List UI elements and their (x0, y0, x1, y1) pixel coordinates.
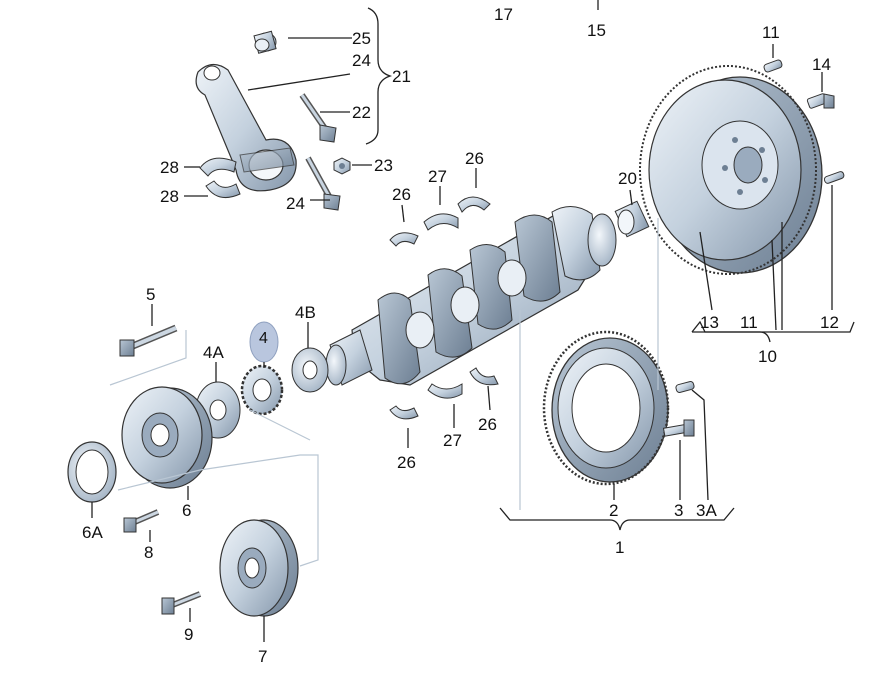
callout-13[interactable]: 13 (700, 313, 719, 332)
callout-9[interactable]: 9 (184, 625, 193, 644)
crankshaft (325, 206, 617, 386)
vibration-damper-part-6 (121, 386, 213, 489)
callout-24-rod[interactable]: 24 (352, 51, 371, 70)
thrust-washer-part-26-a (389, 232, 419, 247)
callout-27-a[interactable]: 27 (428, 167, 447, 186)
callout-10[interactable]: 10 (758, 347, 777, 366)
thrust-washer-part-26-c (389, 405, 419, 420)
callout-1[interactable]: 1 (615, 538, 624, 557)
callout-21[interactable]: 21 (392, 67, 411, 86)
callout-7[interactable]: 7 (258, 647, 267, 666)
thrust-washer-part-26-d (469, 367, 499, 386)
callout-22[interactable]: 22 (352, 103, 371, 122)
callout-26-c[interactable]: 26 (397, 453, 416, 472)
callout-6[interactable]: 6 (182, 501, 191, 520)
callout-14[interactable]: 14 (812, 55, 831, 74)
callout-20[interactable]: 20 (618, 169, 637, 188)
pulley-part-7 (219, 519, 299, 617)
ring-gear-part-2 (542, 330, 670, 486)
bush-part-25 (253, 30, 277, 54)
callout-27-b[interactable]: 27 (443, 431, 462, 450)
bolt-part-5 (119, 324, 178, 357)
bolt-part-3 (662, 419, 695, 437)
rod-bolt-part-24 (305, 156, 341, 211)
callout-12[interactable]: 12 (820, 313, 839, 332)
connecting-rod-part-24 (195, 63, 297, 192)
callout-8[interactable]: 8 (144, 543, 153, 562)
callout-2[interactable]: 2 (609, 501, 618, 520)
callout-11-top[interactable]: 11 (762, 23, 780, 42)
callout-23[interactable]: 23 (374, 156, 393, 175)
bolt-part-14 (806, 93, 835, 109)
callout-15[interactable]: 15 (587, 21, 606, 40)
callout-24-bolt[interactable]: 24 (286, 194, 305, 213)
callout-5[interactable]: 5 (146, 285, 155, 304)
callout-11-bottom[interactable]: 11 (740, 313, 758, 332)
connecting-rod-group (184, 7, 393, 211)
nut-part-23 (333, 157, 351, 175)
thrust-washer-part-26-b (457, 196, 491, 213)
bolt-part-8 (123, 509, 160, 533)
pin-part-11 (763, 59, 783, 73)
callout-6A[interactable]: 6A (82, 523, 103, 542)
needle-bearing-part-20 (614, 189, 650, 238)
washer-part-4B (291, 347, 329, 393)
callout-25[interactable]: 25 (352, 29, 371, 48)
callout-4[interactable]: 4 (259, 330, 268, 347)
rod-bolt-part-22 (299, 93, 337, 143)
callout-3A[interactable]: 3A (696, 501, 717, 520)
dual-mass-flywheel-part-10 (639, 65, 823, 275)
bearing-shell-part-28-upper (199, 157, 237, 177)
callout-3[interactable]: 3 (674, 501, 683, 520)
bearing-shell-part-27-b (427, 383, 463, 399)
callout-26-d[interactable]: 26 (478, 415, 497, 434)
callout-17[interactable]: 17 (494, 5, 513, 24)
callout-4A[interactable]: 4A (203, 343, 224, 362)
pin-part-3A (675, 380, 695, 394)
callout-28-b[interactable]: 28 (160, 187, 179, 206)
callout-26-a[interactable]: 26 (392, 185, 411, 204)
callout-28-a[interactable]: 28 (160, 158, 179, 177)
sprocket-part-4 (240, 364, 284, 416)
pin-part-12 (823, 171, 845, 184)
seal-ring-part-6A (67, 441, 117, 503)
bearing-shell-part-28-lower (205, 180, 241, 199)
callout-26-b[interactable]: 26 (465, 149, 484, 168)
bearing-shell-part-27-a (423, 213, 459, 231)
callout-4B[interactable]: 4B (295, 303, 316, 322)
bolt-part-9 (161, 591, 202, 615)
